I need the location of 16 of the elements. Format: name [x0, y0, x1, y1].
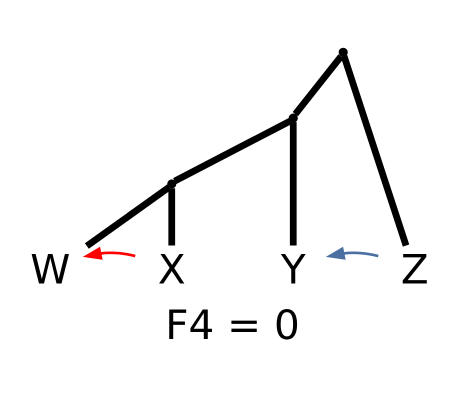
node-point [288, 113, 298, 122]
caption: F4 = 0 [165, 300, 300, 349]
node-text: Z [400, 245, 429, 294]
connector [340, 54, 410, 246]
connector [290, 122, 297, 245]
connector [84, 184, 172, 248]
node-point [167, 178, 176, 188]
node-text: Y [280, 245, 306, 294]
connector [292, 54, 344, 116]
connector [173, 118, 292, 184]
connector [168, 188, 176, 245]
arrow [82, 246, 136, 260]
node-point [338, 47, 348, 56]
arrow [326, 246, 379, 260]
node-text: X [158, 245, 186, 294]
node-text: W [30, 245, 70, 294]
